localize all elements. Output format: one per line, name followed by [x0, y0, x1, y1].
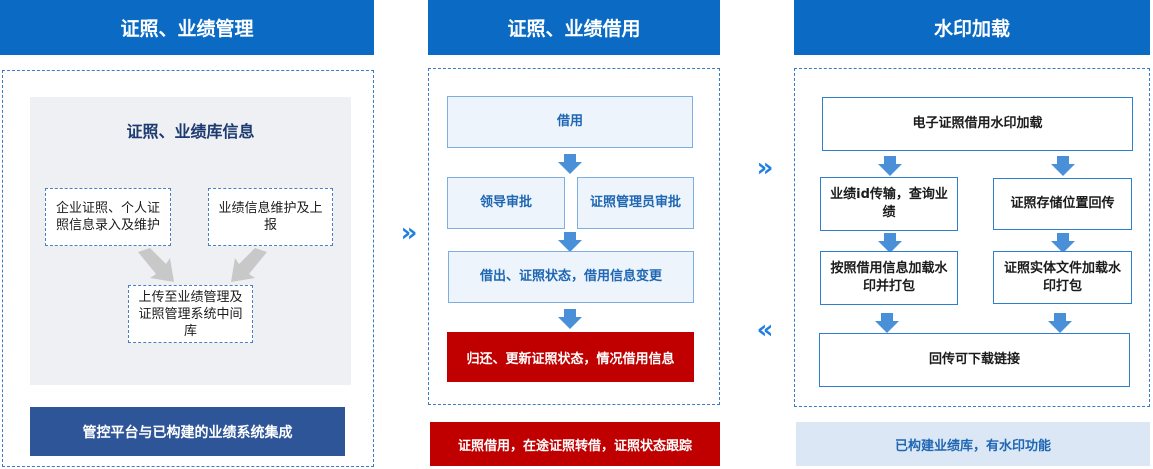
down-arrow-icon	[558, 232, 582, 252]
id-transfer-step: 业绩id传输，查询业绩	[820, 177, 958, 231]
column-2-header: 证照、业绩借用	[428, 0, 720, 55]
down-arrow-icon	[1051, 233, 1075, 253]
storage-location-step: 证照存储位置回传	[993, 178, 1132, 230]
info-panel-title: 证照、业绩库信息	[126, 122, 255, 141]
forward-chevron-icon: »	[400, 218, 418, 248]
down-right-arrow-icon	[138, 248, 174, 282]
back-chevron-icon: «	[756, 315, 774, 345]
entity-watermark-step: 证照实体文件加载水印打包	[993, 251, 1132, 304]
down-arrow-icon	[1051, 156, 1075, 176]
merge-arrows	[138, 248, 267, 282]
column-3-panel	[794, 68, 1150, 407]
admin-approval-step: 证照管理员审批	[577, 177, 694, 229]
leader-approval-step: 领导审批	[447, 177, 565, 229]
forward-chevron-icon: »	[756, 153, 774, 183]
column-3-header: 水印加载	[794, 0, 1150, 55]
down-arrow-icon	[875, 313, 899, 333]
down-arrow-icon	[1048, 313, 1072, 333]
column-2-panel	[428, 68, 720, 405]
lend-status-change-step: 借出、证照状态，借用信息变更	[448, 251, 694, 303]
integration-footer: 管控平台与已构建的业绩系统集成	[30, 407, 345, 456]
license-entry-box: 企业证照、个人证照信息录入及维护	[45, 188, 171, 246]
watermark-pack-step: 按照借用信息加载水印并打包	[820, 251, 958, 305]
download-link-step: 回传可下载链接	[819, 333, 1130, 387]
borrow-step: 借用	[447, 96, 693, 148]
down-arrow-icon	[558, 154, 582, 174]
watermark-footer: 已构建业绩库，有水印功能	[796, 422, 1150, 466]
borrow-tracking-footer: 证照借用，在途证照转借，证照状态跟踪	[430, 422, 720, 466]
down-arrow-icon	[878, 233, 902, 253]
watermark-load-step: 电子证照借用水印加载	[822, 97, 1133, 151]
column-1-header: 证照、业绩管理	[0, 0, 374, 55]
down-arrow-icon	[878, 156, 902, 176]
column-1-panel	[2, 70, 374, 467]
return-update-step: 归还、更新证照状态，情况借用信息	[447, 332, 694, 382]
performance-maintenance-box: 业绩信息维护及上报	[208, 188, 333, 246]
down-left-arrow-icon	[231, 248, 267, 282]
down-arrow-icon	[558, 309, 582, 329]
upload-middle-db-box: 上传至业绩管理及证照管理系统中间库	[128, 285, 253, 343]
